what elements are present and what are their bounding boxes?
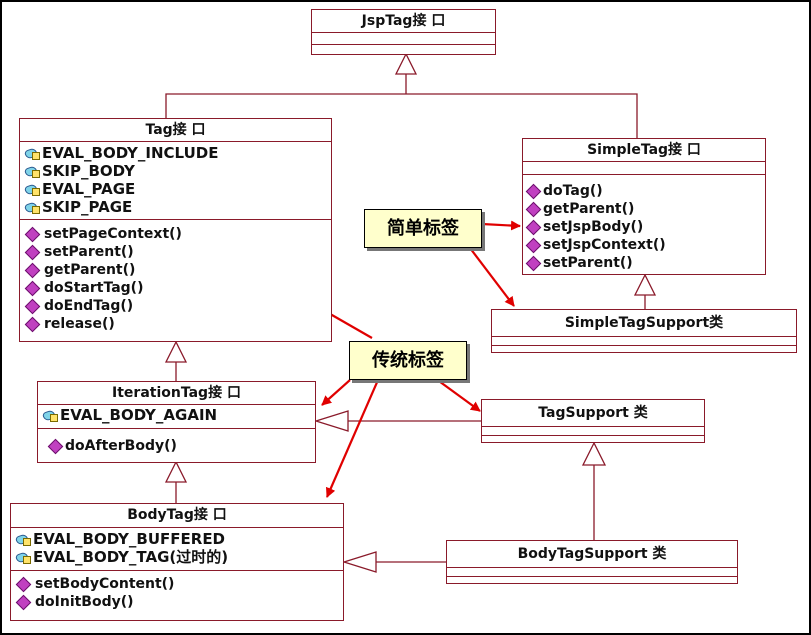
tag-interface-box[interactable]: Tag接 口 EVAL_BODY_INCLUDE SKIP_BODY EVAL_… [19, 118, 332, 342]
method-icon [525, 255, 542, 271]
method-icon [15, 576, 32, 592]
tag-inherit-arrow [164, 340, 188, 363]
method-row: release() [20, 315, 331, 333]
iterationtag-interface-box[interactable]: IterationTag接 口 EVAL_BODY_AGAIN doAfterB… [37, 381, 316, 463]
static-field-icon [15, 551, 31, 564]
method-icon [525, 237, 542, 253]
simpletagsupport-title: SimpleTagSupport类 [492, 310, 796, 337]
classic-note-arrow-2 [321, 379, 351, 406]
method-name: setPageContext() [44, 226, 182, 242]
jsptag-title: JspTag接 口 [312, 10, 495, 33]
static-field-icon [15, 533, 31, 546]
bodytagsupport-title: BodyTagSupport 类 [447, 541, 737, 568]
method-name: release() [44, 316, 115, 332]
iterationtag-realize-arrow [313, 410, 349, 432]
method-row: setPageContext() [20, 225, 331, 243]
simpletag-realize-arrow [633, 273, 657, 296]
tagsupport-title: TagSupport 类 [482, 400, 704, 427]
method-icon [24, 316, 41, 332]
static-field-icon [42, 409, 58, 422]
method-name: doAfterBody() [65, 438, 177, 454]
jsptag-inherit-arrow [394, 52, 418, 75]
field-row: EVAL_BODY_BUFFERED [11, 530, 343, 548]
method-icon [47, 438, 64, 454]
method-name: doEndTag() [44, 298, 134, 314]
tagsupport-class-box[interactable]: TagSupport 类 [481, 399, 705, 443]
static-field-icon [24, 183, 40, 196]
simpletagsupport-class-box[interactable]: SimpleTagSupport类 [491, 309, 797, 353]
method-name: setJspContext() [543, 237, 666, 253]
method-row: setParent() [20, 243, 331, 261]
classic-note-arrow-4 [325, 379, 380, 498]
method-row: doEndTag() [20, 297, 331, 315]
method-name: getParent() [543, 201, 635, 217]
method-name: doTag() [543, 183, 603, 199]
bodytag-interface-box[interactable]: BodyTag接 口 EVAL_BODY_BUFFERED EVAL_BODY_… [10, 503, 344, 621]
method-row: doTag() [523, 182, 765, 200]
method-name: setBodyContent() [35, 576, 175, 592]
method-name: setJspBody() [543, 219, 644, 235]
method-row: doInitBody() [11, 593, 343, 611]
field-row: EVAL_BODY_AGAIN [38, 406, 315, 424]
method-icon [24, 262, 41, 278]
field-row: EVAL_BODY_TAG(过时的) [11, 548, 343, 566]
simpletag-interface-box[interactable]: SimpleTag接 口 doTag() getParent() setJspB… [522, 138, 766, 275]
method-icon [24, 298, 41, 314]
method-row: setParent() [523, 254, 765, 272]
iterationtag-title: IterationTag接 口 [38, 382, 315, 405]
static-field-icon [24, 165, 40, 178]
tagsupport-inherit-arrow [581, 441, 607, 466]
tag-title: Tag接 口 [20, 119, 331, 142]
method-row: doAfterBody() [38, 437, 315, 455]
field-name: EVAL_PAGE [42, 180, 136, 198]
bodytag-title: BodyTag接 口 [11, 504, 343, 528]
bodytag-realize-arrow [341, 551, 377, 573]
method-name: doStartTag() [44, 280, 144, 296]
method-row: setBodyContent() [11, 575, 343, 593]
method-row: setJspContext() [523, 236, 765, 254]
simpletag-title: SimpleTag接 口 [523, 139, 765, 162]
classic-tag-note: 传统标签 [349, 341, 467, 380]
method-icon [15, 594, 32, 610]
method-icon [525, 183, 542, 199]
method-row: getParent() [20, 261, 331, 279]
field-name: EVAL_BODY_BUFFERED [33, 530, 226, 548]
classic-note-arrow-3 [431, 375, 481, 412]
field-row: SKIP_PAGE [20, 198, 331, 216]
method-icon [24, 280, 41, 296]
method-icon [24, 244, 41, 260]
simple-note-arrow-2 [469, 247, 515, 307]
field-row: EVAL_BODY_INCLUDE [20, 144, 331, 162]
bodytagsupport-class-box[interactable]: BodyTagSupport 类 [446, 540, 738, 584]
method-row: getParent() [523, 200, 765, 218]
jsptag-interface-box[interactable]: JspTag接 口 [311, 9, 496, 55]
static-field-icon [24, 147, 40, 160]
method-icon [525, 219, 542, 235]
field-name: SKIP_BODY [42, 162, 135, 180]
field-name: EVAL_BODY_TAG(过时的) [33, 548, 229, 566]
method-row: setJspBody() [523, 218, 765, 236]
tag-to-jsptag-line [165, 93, 638, 138]
method-name: getParent() [44, 262, 136, 278]
simple-tag-note: 简单标签 [364, 209, 482, 248]
field-name: SKIP_PAGE [42, 198, 133, 216]
method-icon [24, 226, 41, 242]
method-name: setParent() [543, 255, 633, 271]
field-row: EVAL_PAGE [20, 180, 331, 198]
field-name: EVAL_BODY_INCLUDE [42, 144, 219, 162]
field-name: EVAL_BODY_AGAIN [60, 406, 218, 424]
method-row: doStartTag() [20, 279, 331, 297]
method-icon [525, 201, 542, 217]
field-row: SKIP_BODY [20, 162, 331, 180]
iterationtag-inherit-arrow [164, 460, 188, 483]
static-field-icon [24, 201, 40, 214]
method-name: doInitBody() [35, 594, 134, 610]
method-name: setParent() [44, 244, 134, 260]
simple-note-arrow-1 [481, 220, 521, 231]
